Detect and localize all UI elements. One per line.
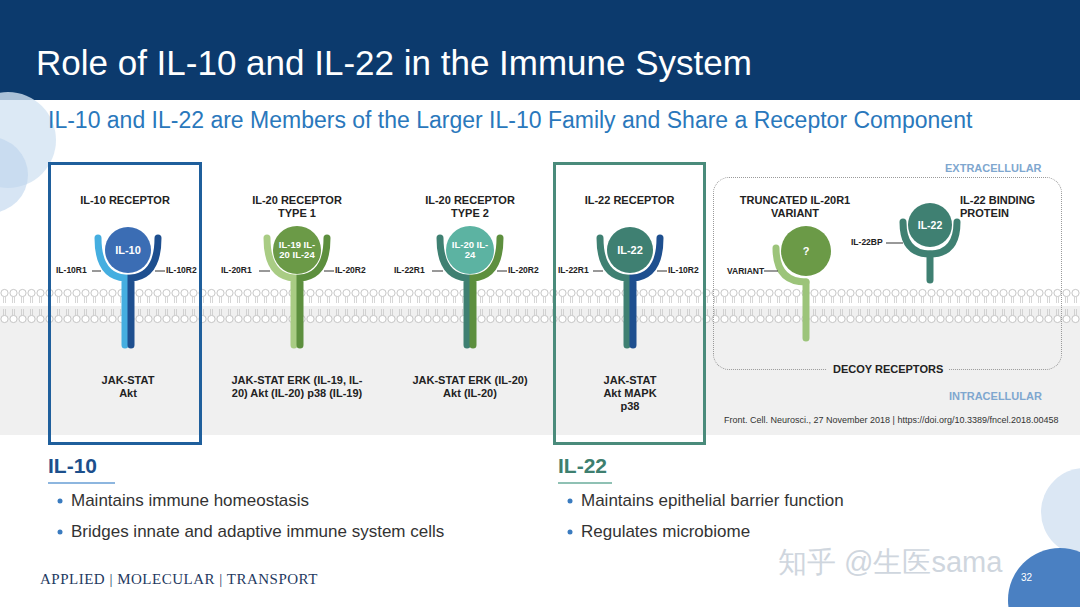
circle-fill: [607, 227, 653, 273]
cytokine-circle: IL-20 IL-24: [446, 226, 494, 274]
circle-fill: [273, 226, 321, 274]
chain-label: IL-20R2: [508, 265, 539, 275]
leader-line: [497, 271, 507, 272]
receptor-panel: IL-22 RECEPTOR IL-22R1 IL-10R2JAK-STAT Akt…: [553, 162, 706, 445]
cytokine-name: ?: [781, 245, 831, 258]
cytokine-circle: IL-19 IL-20 IL-24: [273, 226, 321, 274]
variant-chain: [803, 282, 810, 338]
chain-label: IL-22BP: [851, 237, 883, 247]
circle-fill: [105, 227, 151, 273]
receptor-heading: IL-22 RECEPTOR: [556, 194, 703, 207]
bullet: [58, 530, 63, 535]
leader-line: [155, 271, 165, 272]
header-band: [0, 0, 1080, 100]
receptor-heading: IL-10 RECEPTOR: [51, 194, 199, 207]
region-label: INTRACELLULAR: [949, 390, 1042, 403]
chain-label: IL-20R2: [335, 265, 366, 275]
circle-fill: [446, 226, 494, 274]
leader-line: [259, 271, 270, 272]
chain-label: IL-22R1: [394, 265, 425, 275]
leader-line: [324, 271, 334, 272]
deco-circle: [0, 137, 28, 213]
lipid-bilayer: [0, 288, 1080, 324]
binding-protein-stem: [927, 254, 934, 280]
bullet-text: Bridges innate and adaptive immune syste…: [71, 522, 444, 542]
section-heading: IL-22: [558, 453, 607, 478]
slide-title: Role of IL-10 and IL-22 in the Immune Sy…: [36, 42, 752, 84]
subtitle: IL-10 and IL-22 are Members of the Large…: [48, 107, 972, 135]
leader-line: [657, 271, 667, 272]
heading-underline: [558, 482, 612, 484]
section-heading: IL-10: [48, 453, 97, 478]
bullet-text: Maintains epithelial barrier function: [581, 491, 844, 511]
cytokine-name: IL-22: [908, 219, 952, 232]
decoy-heading: TRUNCATED IL-20R1 VARIANT: [739, 194, 851, 220]
cytokine-name: IL-19 IL-20 IL-24: [277, 240, 317, 260]
chain-label: IL-20R1: [221, 265, 252, 275]
deco-circle: [1008, 548, 1080, 607]
receptor-panel: IL-10 RECEPTOR IL-10R1 IL-10R2JAK-STAT Akt…: [48, 162, 202, 445]
bullet: [58, 499, 63, 504]
citation: Front. Cell. Neurosci., 27 November 2018…: [724, 415, 1059, 426]
leader-line: [886, 243, 903, 244]
bullet: [568, 530, 573, 535]
chain-label: IL-10R1: [56, 265, 87, 275]
cytokine-circle: IL-22: [607, 227, 653, 273]
receptor-chains: [98, 222, 957, 345]
cytokine-circle: IL-22: [908, 203, 952, 247]
region-label: EXTRACELLULAR: [945, 162, 1042, 175]
cytokine-name: IL-10: [105, 244, 151, 257]
decoy-group: TRUNCATED IL-20R1 VARIANT IL-22 BINDING P…: [713, 177, 1062, 370]
signaling-text: JAK-STAT Akt MAPK p38: [600, 374, 660, 414]
receptor-heading: IL-20 RECEPTOR TYPE 2: [415, 194, 525, 220]
leader-line: [432, 271, 443, 272]
chain-label: VARIANT: [727, 266, 764, 276]
watermark: 知乎 @生医sama: [778, 545, 1002, 580]
leader-line: [92, 271, 101, 272]
cytokine-name: IL-22: [607, 244, 653, 257]
circle-fill: [781, 226, 831, 276]
chain-label: IL-10R2: [166, 265, 197, 275]
receptor-heading: IL-20 RECEPTOR TYPE 1: [242, 194, 352, 220]
leader-line: [593, 271, 603, 272]
cytokine-name: IL-20 IL-24: [450, 240, 490, 260]
company-logo: APPLIED | MOLECULAR | TRANSPORT: [40, 570, 318, 588]
deco-circle: [1041, 468, 1080, 556]
unknown-ligand-circle: ?: [781, 226, 831, 276]
signaling-text: JAK-STAT ERK (IL-19, IL-20) Akt (IL-20) …: [227, 374, 367, 400]
circle-fill: [908, 203, 952, 247]
bullet-text: Regulates microbiome: [581, 522, 750, 542]
bullet-text: Maintains immune homeostasis: [71, 491, 309, 511]
page-number: 32: [1021, 572, 1032, 584]
cytokine-circle: IL-10: [105, 227, 151, 273]
signaling-text: JAK-STAT ERK (IL-20) Akt (IL-20): [410, 374, 530, 400]
bullet: [568, 499, 573, 504]
chain-label: IL-22R1: [558, 265, 589, 275]
decoy-heading: IL-22 BINDING PROTEIN: [960, 194, 1055, 220]
signaling-text: JAK-STAT Akt: [98, 374, 158, 400]
heading-underline: [48, 482, 115, 484]
chain-label: IL-10R2: [668, 265, 699, 275]
group-label: DECOY RECEPTORS: [827, 363, 949, 376]
intracellular-band: [0, 306, 1080, 435]
leader-line: [764, 271, 778, 272]
